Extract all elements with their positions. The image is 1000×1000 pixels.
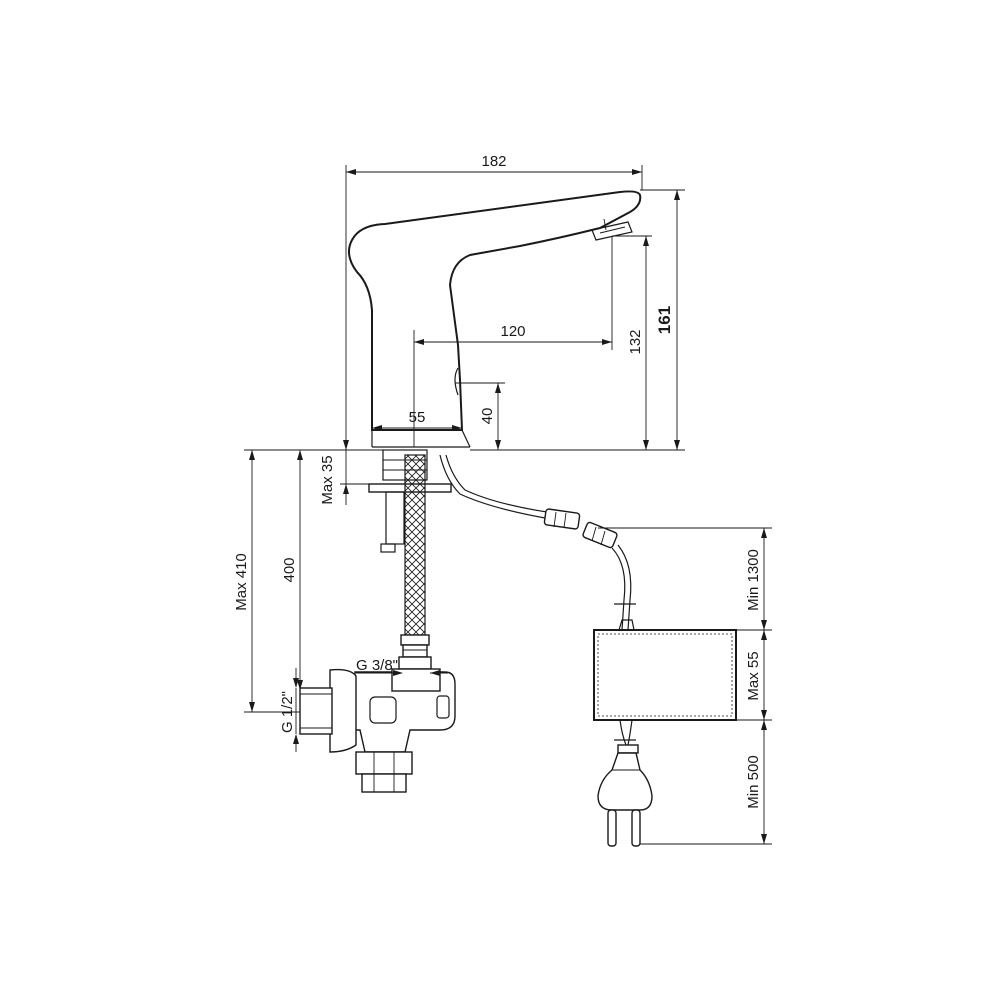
dim-g38-label: G 3/8" xyxy=(356,657,398,674)
dimension-spout-height: 132 xyxy=(612,235,652,450)
dimension-valve-thread: G 1/2" xyxy=(279,668,299,752)
dimension-box-max: Max 55 xyxy=(736,630,772,721)
dim-max35-label: Max 35 xyxy=(319,455,336,504)
power-plug xyxy=(597,744,653,847)
dimension-sensor-height: 40 xyxy=(455,382,505,450)
dimension-hose-length: 400 xyxy=(281,449,372,690)
dim-40-label: 40 xyxy=(479,408,496,425)
dimension-plug-cable-min: Min 500 xyxy=(640,720,772,845)
sensor-cable xyxy=(439,454,636,631)
dimension-base-width: 55 xyxy=(372,409,462,431)
dim-min500-label: Min 500 xyxy=(745,755,762,808)
dim-161-label: 161 xyxy=(655,306,674,334)
dim-55-label: 55 xyxy=(409,409,426,426)
dimension-width-total: 182 xyxy=(345,153,643,430)
control-box xyxy=(593,619,737,746)
dimension-max-total: Max 410 xyxy=(233,449,300,713)
dim-120-label: 120 xyxy=(500,323,525,340)
dimension-spout-reach: 120 xyxy=(413,236,613,447)
dim-182-label: 182 xyxy=(481,153,506,170)
dim-132-label: 132 xyxy=(627,329,644,354)
dim-max410-label: Max 410 xyxy=(233,553,250,611)
dim-max55-label: Max 55 xyxy=(745,651,762,700)
dim-400-label: 400 xyxy=(281,557,298,582)
angle-valve: G 3/8" xyxy=(299,657,456,793)
braided-hose xyxy=(398,454,432,670)
dimension-cable-min: Min 1300 xyxy=(598,527,772,631)
dimension-height-total: 161 xyxy=(470,189,685,451)
dim-min1300-label: Min 1300 xyxy=(745,549,762,611)
mounting-assembly: Max 35 xyxy=(319,430,452,553)
